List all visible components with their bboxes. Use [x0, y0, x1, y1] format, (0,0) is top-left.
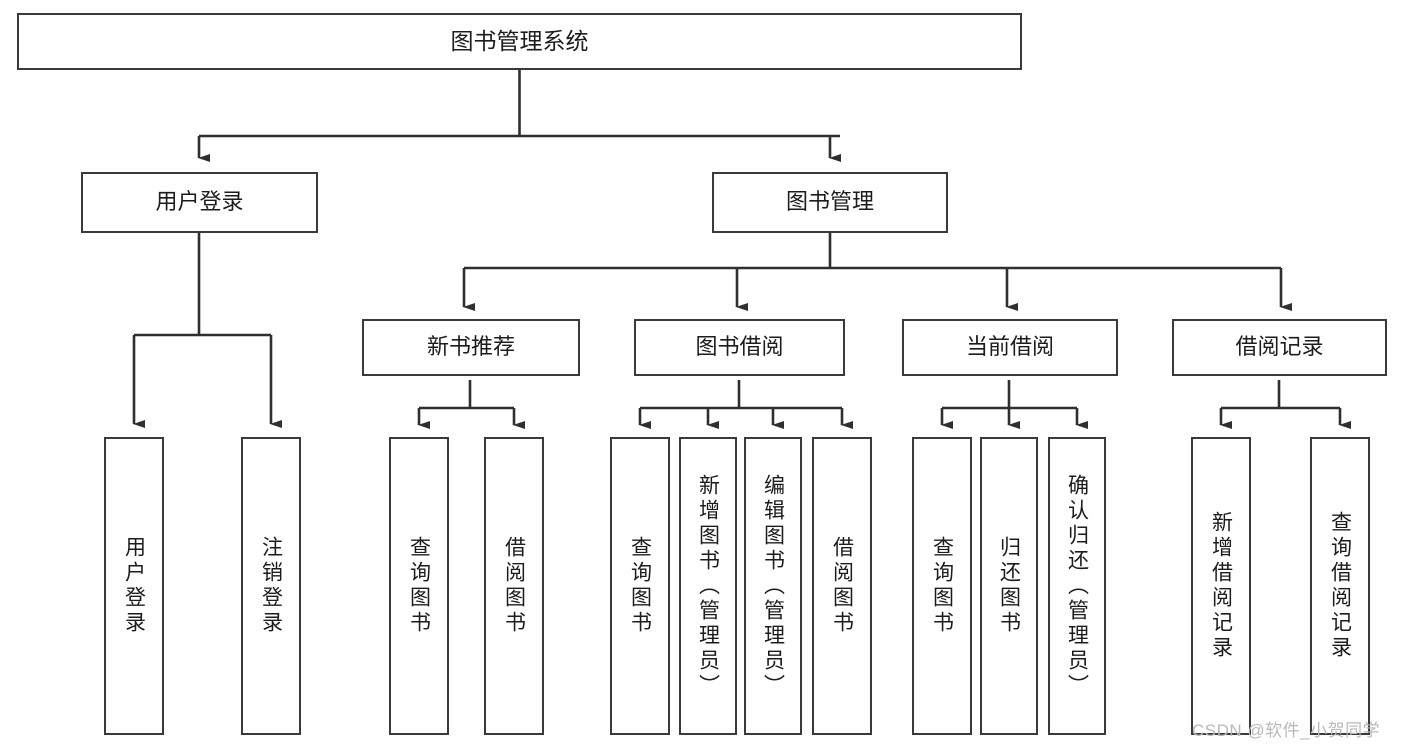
leaf-query-book-2[interactable]: 查询图书: [610, 437, 670, 735]
node-root[interactable]: 图书管理系统: [17, 13, 1022, 70]
leaf-add-book[interactable]: 新增图书（管理员）: [679, 437, 737, 735]
node-book-borrow-label: 图书借阅: [695, 334, 784, 360]
leaf-query-book-2-label: 查询图书: [628, 536, 652, 636]
leaf-user-logout[interactable]: 注销登录: [241, 437, 301, 735]
leaf-borrow-book-1[interactable]: 借阅图书: [484, 437, 544, 735]
node-book-management[interactable]: 图书管理: [712, 172, 948, 233]
node-root-label: 图书管理系统: [450, 27, 589, 54]
leaf-query-book-1-label: 查询图书: [407, 536, 431, 636]
node-borrow-record[interactable]: 借阅记录: [1172, 319, 1387, 376]
leaf-add-record-label: 新增借阅记录: [1209, 511, 1233, 661]
leaf-confirm-return-label: 确认归还（管理员）: [1065, 473, 1089, 699]
node-user-login[interactable]: 用户登录: [81, 172, 318, 233]
node-new-book-recommend[interactable]: 新书推荐: [362, 319, 580, 376]
leaf-confirm-return[interactable]: 确认归还（管理员）: [1048, 437, 1106, 735]
leaf-edit-book-label: 编辑图书（管理员）: [761, 473, 785, 699]
leaf-borrow-book-2-label: 借阅图书: [830, 536, 854, 636]
node-book-borrow[interactable]: 图书借阅: [634, 319, 845, 376]
leaf-query-book-3[interactable]: 查询图书: [912, 437, 972, 735]
leaf-edit-book[interactable]: 编辑图书（管理员）: [744, 437, 802, 735]
leaf-query-record[interactable]: 查询借阅记录: [1310, 437, 1370, 735]
leaf-query-book-3-label: 查询图书: [930, 536, 954, 636]
leaf-user-logout-label: 注销登录: [259, 536, 283, 636]
leaf-return-book-label: 归还图书: [997, 536, 1021, 636]
leaf-query-book-1[interactable]: 查询图书: [389, 437, 449, 735]
leaf-borrow-book-1-label: 借阅图书: [502, 536, 526, 636]
watermark: CSDN @软件_小贺同学: [1192, 721, 1381, 740]
leaf-borrow-book-2[interactable]: 借阅图书: [812, 437, 872, 735]
node-user-login-label: 用户登录: [155, 189, 244, 215]
node-current-borrow-label: 当前借阅: [965, 334, 1054, 360]
leaf-user-login[interactable]: 用户登录: [104, 437, 164, 735]
leaf-return-book[interactable]: 归还图书: [980, 437, 1038, 735]
node-new-book-recommend-label: 新书推荐: [426, 334, 515, 360]
node-borrow-record-label: 借阅记录: [1235, 334, 1324, 360]
node-book-management-label: 图书管理: [785, 189, 874, 215]
node-current-borrow[interactable]: 当前借阅: [902, 319, 1118, 376]
leaf-add-record[interactable]: 新增借阅记录: [1191, 437, 1251, 735]
leaf-add-book-label: 新增图书（管理员）: [696, 473, 720, 699]
leaf-query-record-label: 查询借阅记录: [1328, 511, 1352, 661]
leaf-user-login-label: 用户登录: [122, 536, 146, 636]
